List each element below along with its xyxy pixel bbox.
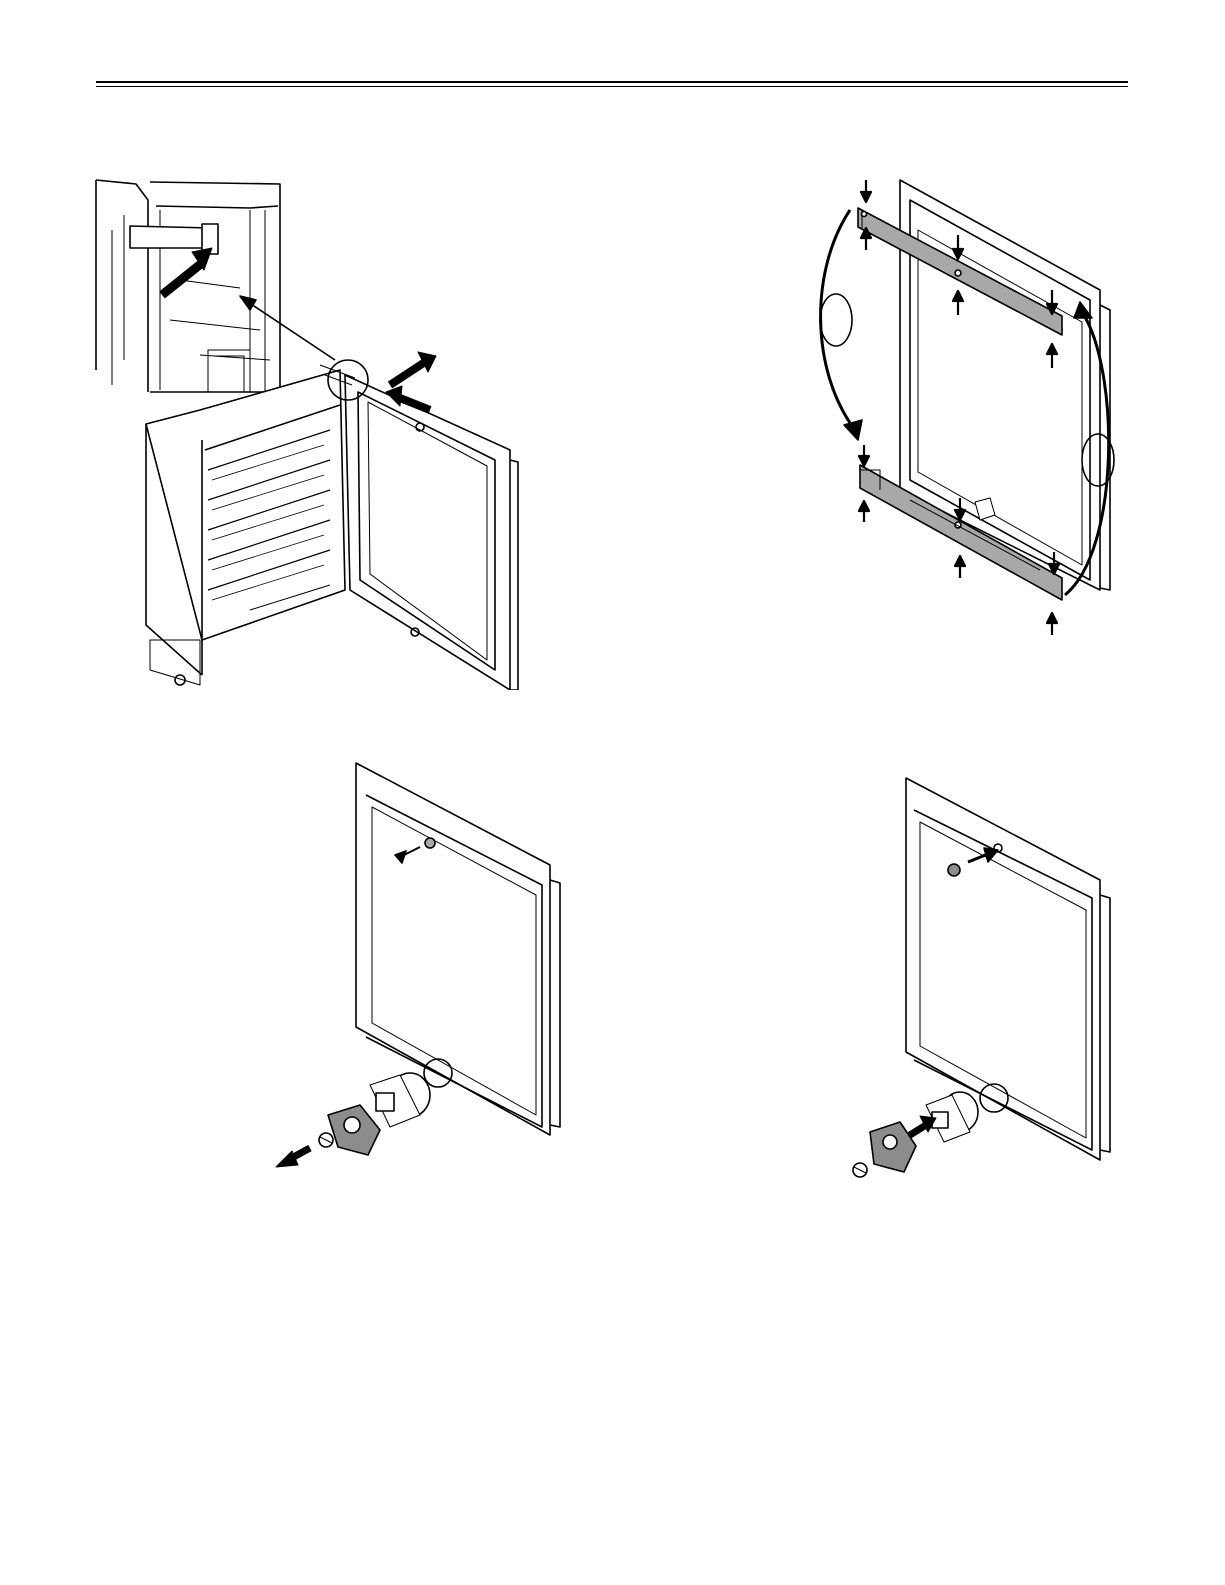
screw-icon [319, 1133, 333, 1147]
figure-reinstall-bushing [840, 770, 1140, 1190]
figure-hinge-door-removal [90, 170, 530, 690]
pivot-bushing [926, 1092, 978, 1142]
push-arrow-icon [162, 248, 212, 295]
screw-icon [853, 1163, 867, 1177]
figure-swap-trim-rails [800, 170, 1140, 650]
figure-remove-bushing [260, 755, 580, 1185]
leader-arrow-icon [240, 296, 335, 360]
cabinet-door [320, 365, 518, 690]
hinge-detail-inset [96, 180, 280, 392]
hinge-block [870, 1122, 916, 1172]
remove-arrow-icon [276, 1148, 310, 1167]
wine-cabinet [146, 370, 345, 685]
pivot-bushing [370, 1073, 430, 1127]
hinge-block [328, 1105, 380, 1155]
lift-arrow-icon [390, 352, 436, 385]
header-rule-top [96, 81, 1128, 83]
header-rule-bottom [96, 86, 1128, 87]
